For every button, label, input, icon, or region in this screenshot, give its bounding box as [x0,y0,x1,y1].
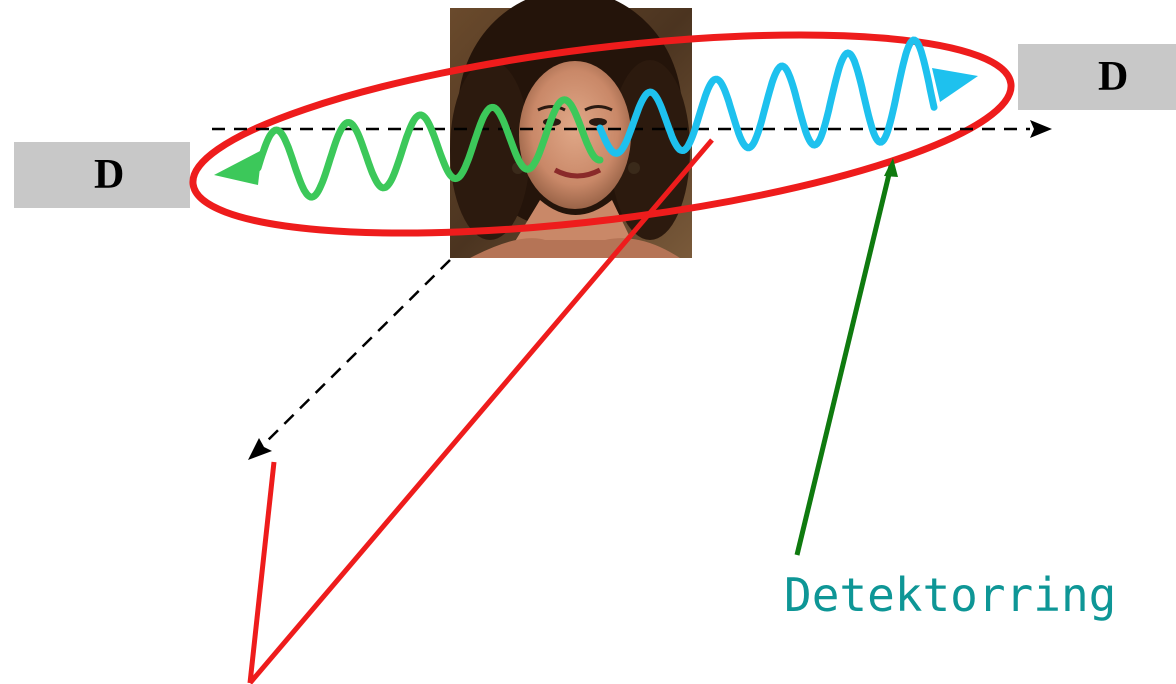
pointer-green-to-ring [794,165,894,556]
pointer-red-to-axis [247,461,277,684]
detector-ring-label: Detektorring [784,568,1117,622]
photon-wave-left [214,96,604,201]
pointer-red-to-wave [248,138,714,684]
detector-left [14,142,190,208]
wave-right-arrowhead [932,68,978,102]
portrait-photo-icon [450,0,692,258]
axis-diagonal-arrowhead [248,438,272,460]
pointer-green-arrowhead [884,158,898,177]
detector-ring-ellipse [189,31,1015,237]
photon-wave-right [596,36,978,157]
detector-left-label: D [94,152,125,198]
axis-horizontal-arrowhead [1030,120,1052,138]
wave-left-arrowhead [214,150,262,185]
detector-right-label: D [1098,54,1129,100]
axis-diagonal [261,259,451,447]
detector-right [1018,44,1176,110]
